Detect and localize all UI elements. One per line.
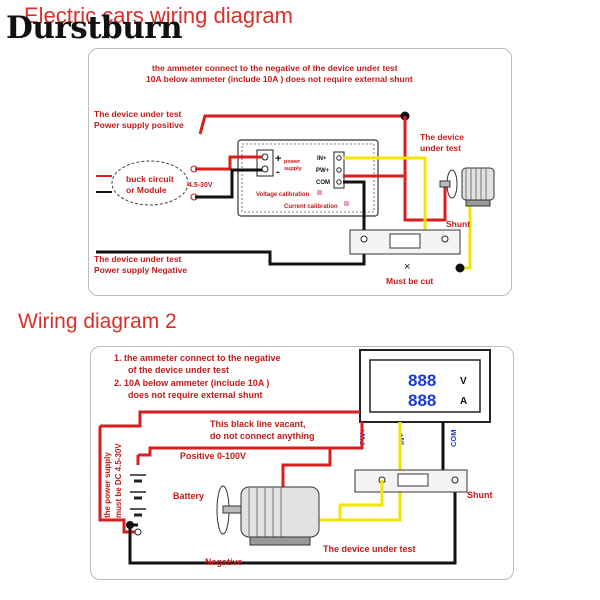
power-terminal-minus [261,165,269,173]
battery-label: Battery [173,491,204,501]
diagram2-note-line2: of the device under test [128,365,229,375]
power-terminal-plus [261,153,269,161]
shunt-2-label: Shunt [467,490,493,500]
dut-negative-label-line2: Power supply Negative [94,265,187,275]
black-line-vacant-line1: This black line vacant, [210,419,306,429]
dut-negative-label-line1: The device under test [94,254,182,264]
motor-2 [216,485,320,546]
current-calibration-pot [344,201,349,206]
meter-2-display [369,359,481,413]
terminal-pw [336,167,342,173]
voltage-calibration-label: Voltage calibration [256,192,310,198]
shunt-1-bolt-left [360,235,368,243]
meter-2-unit-v: V [460,376,467,387]
positive-range-label: Positive 0-100V [180,451,246,461]
device-under-test-label-2: The device under test [323,544,416,554]
diagram1: the ammeter connect to the negative of t… [94,63,495,286]
diagram1-note-line1: the ammeter connect to the negative of t… [152,63,398,73]
junction-dot-2 [455,263,465,273]
device-under-test-label-line1: The device [420,132,464,142]
device-under-test-label-line2: under test [420,143,461,153]
pw-plus-label: PW+ [316,168,330,174]
com-label-2: COM [449,430,458,448]
diagram1-title: Electric cars wiring diagram [24,3,293,28]
in-plus-label: IN+ [317,156,327,162]
voltage-calibration-pot [317,190,322,195]
diagram2-title: Wiring diagram 2 [18,310,177,333]
black-line-vacant-line2: do not connect anything [210,431,315,441]
current-calibration-label: Current calibration [284,204,338,210]
buck-label-line2: or Module [126,185,167,195]
device-to-shunt-yellow-wire [460,200,472,270]
buck-to-meter-black-wire [195,168,262,199]
minus-sign: - [276,166,280,178]
in-plus-yellow-wire-2 [292,422,402,522]
buck-module [111,160,189,206]
terminal-in [336,155,342,161]
dut-positive-label-line1: The device under test [94,109,182,119]
battery-minus-dot [126,521,134,529]
meter-module-inner [241,143,375,213]
diagram2: 1. the ammeter connect to the negative o… [98,349,493,567]
power-supply-vertical-line2: must be DC 4.5-30V [114,443,123,518]
power-supply-label-line1: power [284,159,301,165]
diagram2-note-line4: does not require external shunt [128,390,263,400]
shunt-1-label: Shunt [446,219,470,229]
diagram2-note-line3: 2. 10A below ammeter (include 10A ) [114,378,269,388]
shunt-2-bolt-right [451,476,459,484]
meter-2-voltage-digits: 888 [408,371,436,390]
buck-voltage-label: 4.5-30V [188,182,213,189]
power-supply-label-line2: supply [284,166,303,172]
cut-mark: × [404,261,410,273]
must-be-cut-label: Must be cut [386,276,433,286]
motor-1 [439,167,495,207]
buck-to-meter-red-wire [195,155,262,171]
shunt-2-center [397,473,429,487]
com-label: COM [316,180,330,186]
battery-terminal [134,528,142,536]
com-black-wire [343,180,366,238]
brand-watermark: Durstburn [6,10,183,46]
power-supply-vertical-line1: the power supply [103,452,112,518]
dut-negative-black-wire [96,250,366,266]
diagram2-note-line1: 1. the ammeter connect to the negative [114,353,281,363]
diagram1-note-line2: 10A below ammeter (include 10A ) does no… [146,74,413,84]
shunt-1-bolt-right [441,235,449,243]
negative-label: Negative [205,557,243,567]
shunt-yellow-wire [338,480,384,520]
buck-label-line1: buck circuit [126,174,174,184]
supply-to-meter-red-wire [100,410,360,428]
shunt-1-center [389,233,421,249]
pw-plus-red-wire [138,422,364,457]
battery [130,474,146,517]
meter-2-unit-a: A [460,396,467,407]
plus-sign: + [275,153,281,165]
meter-2-current-digits: 888 [408,391,436,410]
dut-positive-label-line2: Power supply positive [94,120,184,130]
terminal-com [336,179,342,185]
